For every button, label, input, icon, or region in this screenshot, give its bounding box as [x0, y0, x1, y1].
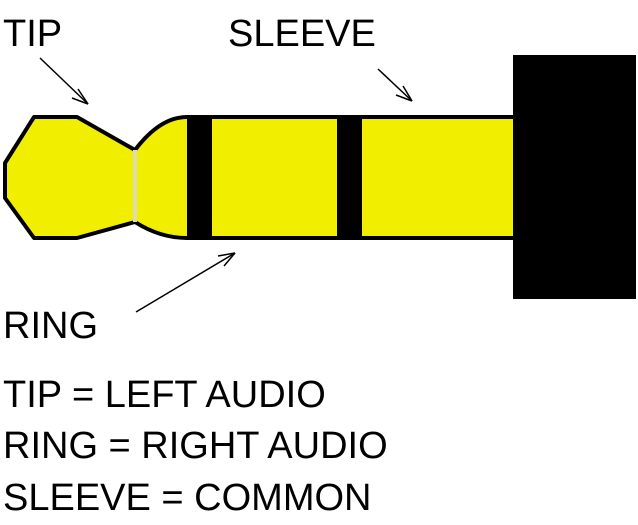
insulator-band-1 — [187, 117, 212, 238]
tip-arrow — [39, 57, 89, 105]
sleeve-arrow — [377, 68, 413, 102]
ring-label: RING — [3, 305, 98, 347]
plug-handle — [513, 55, 636, 299]
legend-line-ring: RING = RIGHT AUDIO — [3, 425, 388, 467]
legend-line-sleeve: SLEEVE = COMMON — [3, 477, 371, 519]
legend-line-tip: TIP = LEFT AUDIO — [3, 374, 326, 416]
plug-tip — [3, 115, 137, 240]
insulator-band-2 — [337, 117, 362, 238]
sleeve-label: SLEEVE — [228, 13, 376, 55]
tip-label: TIP — [3, 13, 62, 55]
ring-arrow — [135, 252, 236, 313]
tip-gap — [133, 150, 137, 222]
